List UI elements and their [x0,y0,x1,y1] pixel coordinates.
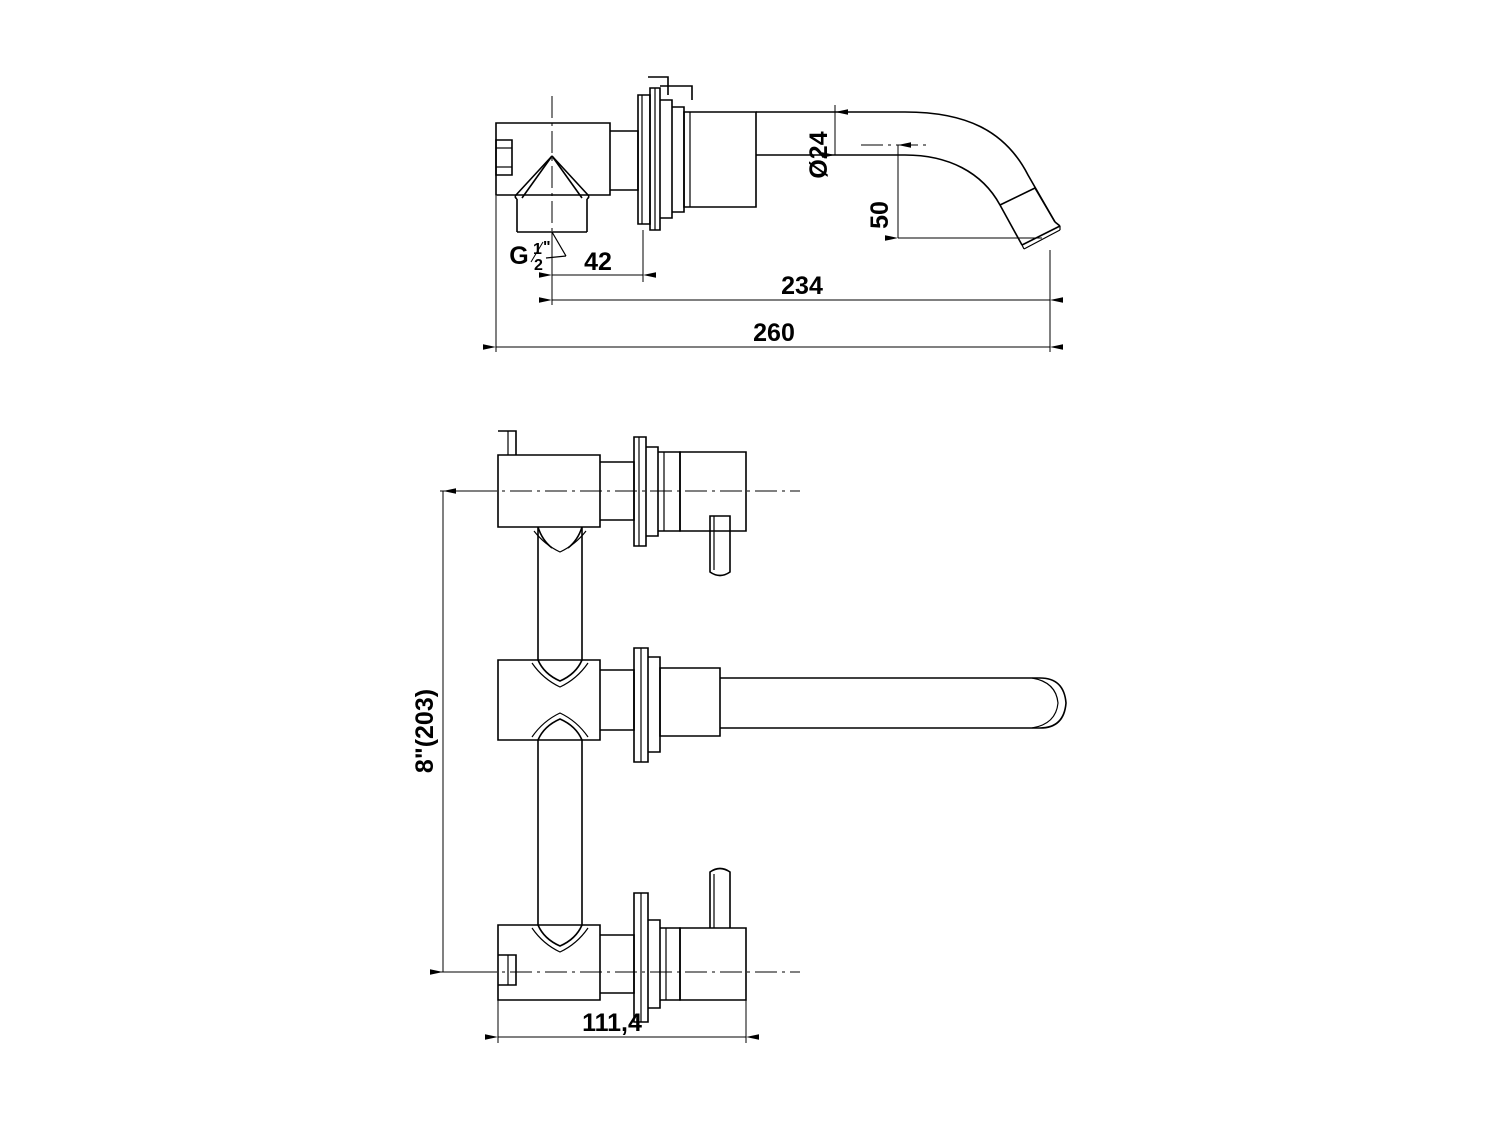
dimension-spout-drop: 50 [866,142,1042,241]
upper-handle-assembly [440,430,800,577]
valve-neck-stub [610,130,639,191]
lower-vertical-riser [537,740,583,925]
dim-label-spout-diameter: Ø24 [805,131,833,178]
escutcheon-flange-plate [637,87,673,231]
dim-label-spout-drop: 50 [866,201,894,229]
thread-label-numerator: 1 [533,241,542,258]
valve-rear-body [495,122,611,196]
dim-label-valve-projection: 42 [584,248,612,276]
label-thread-size: G 1 2 " [509,231,567,274]
dimension-escutcheon-width: 111,4 [485,1000,759,1043]
thread-label-denominator: 2 [534,257,543,274]
dimension-spout-diameter: Ø24 [805,105,848,179]
dimension-handle-spacing: 8"(203) [411,488,496,975]
dim-label-handle-spacing: 8"(203) [411,689,439,773]
dimension-overall-length: 260 [483,196,1063,352]
dim-label-overall-length: 260 [753,319,795,347]
dimension-valve-projection: 42 [539,230,656,282]
bottom-front-elevation-view: 8"(203) 111,4 [411,430,1067,1043]
top-side-section-view: Ø24 50 42 234 [483,76,1063,352]
lower-handle-assembly [440,867,800,1023]
upper-vertical-riser [533,526,587,660]
middle-spout-assembly [497,647,1067,763]
flange-collar-ring [672,106,685,213]
spout-elbow-and-nozzle [904,111,1061,250]
dim-label-spout-reach: 234 [781,272,823,300]
thread-label-inch-mark: " [543,239,551,256]
dim-label-escutcheon-width: 111,4 [582,1009,642,1037]
dimension-spout-reach: 234 [539,250,1063,305]
thread-label-main: G [509,242,528,270]
spout-base-cylinder [648,76,757,208]
valve-cone-section [514,155,590,233]
